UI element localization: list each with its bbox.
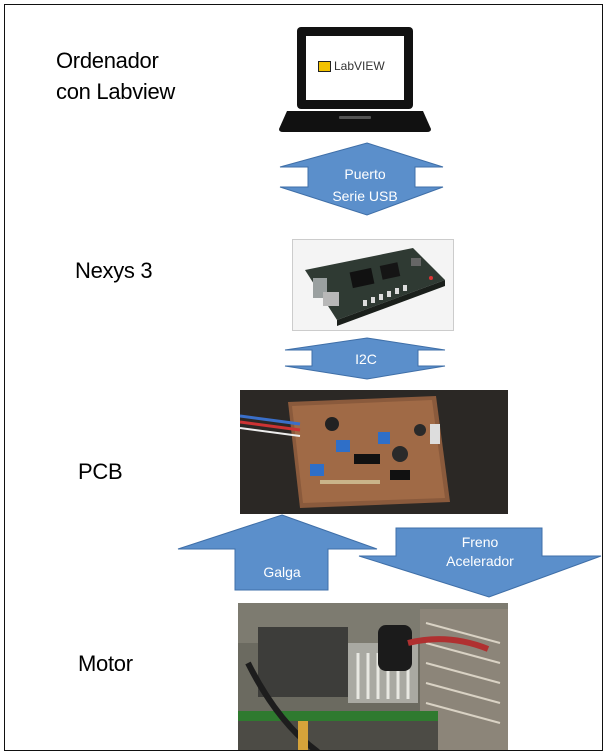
arrows-layer <box>177 142 602 598</box>
diagram-frame: Ordenador con Labview Nexys 3 PCB Motor … <box>4 4 603 751</box>
galga-arrow-label: Galga <box>263 564 301 580</box>
pcb-photo <box>240 390 508 514</box>
control-arrow-label-line2: Acelerador <box>446 553 514 569</box>
usb-arrow-label-line2: Serie USB <box>332 188 398 204</box>
control-arrow-label: Freno Acelerador <box>428 533 532 571</box>
control-arrow-label-line1: Freno <box>461 534 499 550</box>
control-arrow <box>358 527 602 598</box>
i2c-arrow-label: I2C <box>355 351 377 367</box>
galga-arrow <box>177 514 378 591</box>
i2c-double-arrow <box>284 337 446 380</box>
labview-logo-icon <box>318 60 331 72</box>
label-pcb: PCB <box>78 459 123 484</box>
laptop-icon <box>279 27 431 132</box>
nexys-board-photo <box>292 239 454 331</box>
label-nexys: Nexys 3 <box>75 258 153 283</box>
usb-arrow-label-line1: Puerto <box>344 166 386 182</box>
label-computer: Ordenador con Labview <box>56 45 175 107</box>
label-motor: Motor <box>78 651 133 676</box>
labview-logo: LabVIEW <box>318 59 385 73</box>
label-computer-line2: con Labview <box>56 79 175 104</box>
label-computer-line1: Ordenador <box>56 48 159 73</box>
usb-double-arrow <box>279 142 444 216</box>
labview-logo-text: LabVIEW <box>334 59 385 73</box>
motor-photo <box>238 603 508 750</box>
usb-arrow-label: Puerto Serie USB <box>310 163 420 207</box>
